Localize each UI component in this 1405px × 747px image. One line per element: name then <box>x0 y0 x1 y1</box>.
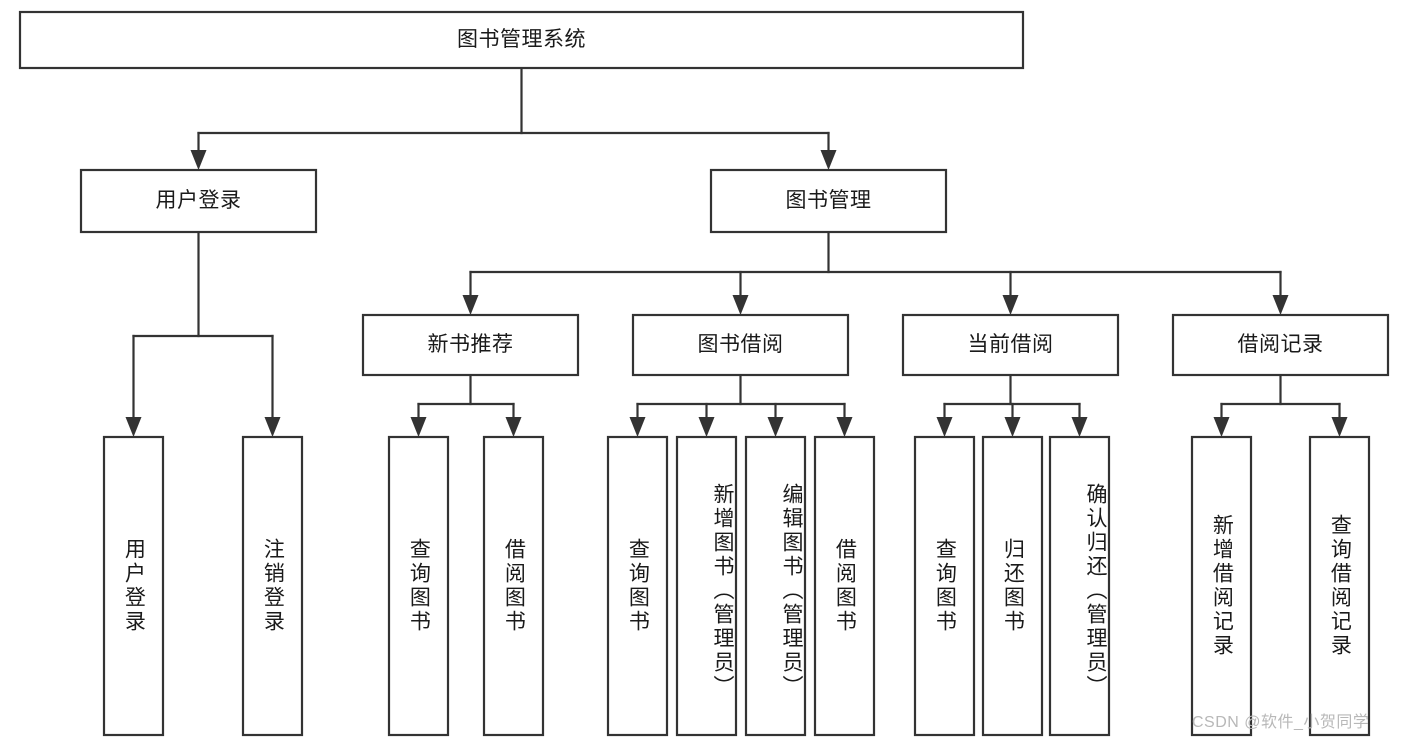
node-box-leaf-borrow-book-2[interactable] <box>813 435 876 737</box>
node-box-book-borrow[interactable] <box>631 313 850 377</box>
node-box-book-management[interactable] <box>709 168 948 234</box>
node-box-leaf-edit-book[interactable] <box>744 435 807 737</box>
arrow-to-leaf-user-login <box>125 417 142 437</box>
node-box-user-login[interactable] <box>79 168 318 234</box>
csdn-watermark: CSDN @软件_小贺同学 <box>1192 714 1370 731</box>
node-box-leaf-query-book-1[interactable] <box>387 435 450 737</box>
node-box-layer <box>18 10 1390 737</box>
node-box-leaf-borrow-book-1[interactable] <box>482 435 545 737</box>
arrow-to-leaf-borrow-book-1 <box>505 417 522 437</box>
arrow-to-borrow-record <box>1272 295 1289 315</box>
arrow-to-leaf-query-book-3 <box>936 417 953 437</box>
arrow-to-leaf-query-record <box>1331 417 1348 437</box>
node-box-current-borrow[interactable] <box>901 313 1120 377</box>
node-box-leaf-query-book-2[interactable] <box>606 435 669 737</box>
arrow-to-leaf-confirm-return <box>1071 417 1088 437</box>
node-box-leaf-query-record[interactable] <box>1308 435 1371 737</box>
node-box-leaf-logout[interactable] <box>241 435 304 737</box>
connector-layer <box>125 66 1348 437</box>
node-box-borrow-record[interactable] <box>1171 313 1390 377</box>
node-box-leaf-confirm-return[interactable] <box>1048 435 1111 737</box>
arrow-to-leaf-query-book-2 <box>629 417 646 437</box>
arrow-to-leaf-add-book <box>698 417 715 437</box>
arrow-to-leaf-add-record <box>1213 417 1230 437</box>
arrow-to-book-borrow <box>732 295 749 315</box>
arrow-to-leaf-query-book-1 <box>410 417 427 437</box>
arrow-to-leaf-edit-book <box>767 417 784 437</box>
arrow-to-leaf-return-book <box>1004 417 1021 437</box>
arrow-to-new-book-recommend <box>462 295 479 315</box>
node-box-leaf-query-book-3[interactable] <box>913 435 976 737</box>
node-box-new-book-recommend[interactable] <box>361 313 580 377</box>
arrow-to-leaf-logout <box>264 417 281 437</box>
node-box-root[interactable] <box>18 10 1025 70</box>
arrow-to-leaf-borrow-book-2 <box>836 417 853 437</box>
node-box-leaf-user-login[interactable] <box>102 435 165 737</box>
node-box-leaf-add-record[interactable] <box>1190 435 1253 737</box>
node-box-leaf-return-book[interactable] <box>981 435 1044 737</box>
node-box-leaf-add-book[interactable] <box>675 435 738 737</box>
arrow-to-current-borrow <box>1002 295 1019 315</box>
arrow-to-book-management <box>820 150 837 170</box>
arrow-to-user-login <box>190 150 207 170</box>
